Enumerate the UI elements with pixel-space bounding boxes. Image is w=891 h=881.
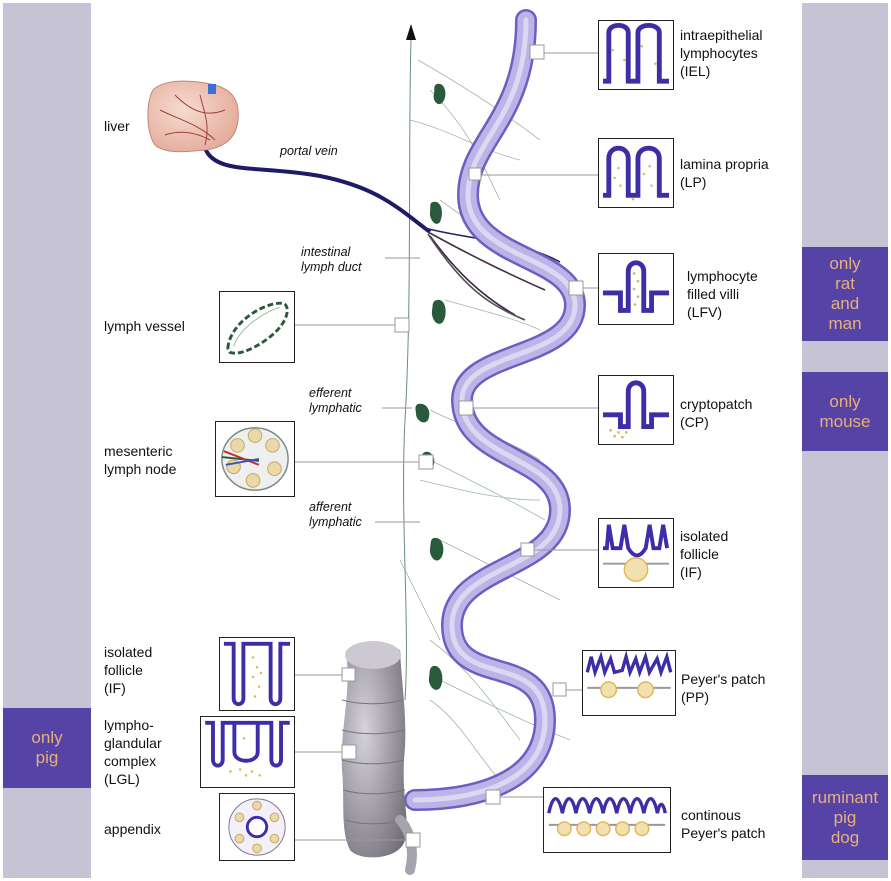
pp-label-line: Peyer's patch	[681, 670, 765, 688]
cpp-label: continous Peyer's patch	[681, 806, 765, 842]
portal-vein-label: portal vein	[280, 144, 338, 159]
badge-line: rat	[835, 274, 855, 294]
liver-illustration	[148, 81, 238, 152]
if-right-thumbnail	[598, 518, 674, 588]
mln-label: mesenteric lymph node	[104, 442, 176, 478]
lgl-label-line: complex	[104, 752, 162, 770]
badge-line: man	[828, 314, 861, 334]
thoracic-duct	[404, 40, 411, 700]
lp-label: lamina propria (LP)	[680, 155, 769, 191]
badge-rat-man: only rat and man	[802, 247, 888, 341]
if-right-label-line: isolated	[680, 527, 728, 545]
badge-line: only	[829, 392, 860, 412]
liver-label: liver	[104, 117, 130, 135]
appendix-label: appendix	[104, 820, 161, 838]
efferent-label: efferent lymphatic	[309, 386, 362, 416]
cp-label-line: cryptopatch	[680, 395, 752, 413]
badge-line: pig	[834, 808, 857, 828]
mln-label-line: lymph node	[104, 460, 176, 478]
badge-ruminant: ruminant pig dog	[802, 775, 888, 860]
lgl-label-line: glandular	[104, 734, 162, 752]
iel-label-line: intraepithelial	[680, 26, 763, 44]
lfv-thumbnail	[598, 253, 674, 325]
badge-pig: only pig	[3, 708, 91, 788]
intestinal-duct-label-line: lymph duct	[301, 260, 361, 275]
appendix-thumbnail	[219, 793, 295, 861]
lfv-label-line: (LFV)	[687, 303, 758, 321]
badge-line: pig	[36, 748, 59, 768]
lp-thumbnail	[598, 138, 674, 208]
iel-label-line: lymphocytes	[680, 44, 763, 62]
mln-thumbnail	[215, 421, 295, 497]
if-left-label: isolated follicle (IF)	[104, 643, 152, 697]
badge-line: ruminant	[812, 788, 878, 808]
if-left-label-line: isolated	[104, 643, 152, 661]
lgl-thumbnail	[200, 716, 295, 788]
intestinal-duct-label: intestinal lymph duct	[301, 245, 361, 275]
badge-line: only	[829, 254, 860, 274]
lymph-nodes	[416, 84, 446, 690]
cpp-label-line: continous	[681, 806, 765, 824]
cp-label-line: (CP)	[680, 413, 752, 431]
intestinal-duct-label-line: intestinal	[301, 245, 361, 260]
portal-vein	[205, 148, 430, 232]
if-left-label-line: (IF)	[104, 679, 152, 697]
if-right-label: isolated follicle (IF)	[680, 527, 728, 581]
lp-label-line: lamina propria	[680, 155, 769, 173]
cpp-label-line: Peyer's patch	[681, 824, 765, 842]
lgl-label-line: (LGL)	[104, 770, 162, 788]
lgl-label: lympho- glandular complex (LGL)	[104, 716, 162, 788]
iel-label: intraepithelial lymphocytes (IEL)	[680, 26, 763, 80]
iel-thumbnail	[598, 20, 674, 90]
cp-label: cryptopatch (CP)	[680, 395, 752, 431]
pp-thumbnail	[582, 650, 676, 716]
lymph-vessel-label: lymph vessel	[104, 317, 185, 335]
pp-label-line: (PP)	[681, 688, 765, 706]
duct-arrow	[406, 24, 416, 40]
badge-line: mouse	[819, 412, 870, 432]
efferent-label-line: efferent	[309, 386, 362, 401]
badge-mouse: only mouse	[802, 372, 888, 451]
badge-line: only	[31, 728, 62, 748]
if-left-label-line: follicle	[104, 661, 152, 679]
badge-line: and	[831, 294, 859, 314]
efferent-label-line: lymphatic	[309, 401, 362, 416]
mln-label-line: mesenteric	[104, 442, 176, 460]
lfv-label-line: lymphocyte	[687, 267, 758, 285]
if-right-label-line: (IF)	[680, 563, 728, 581]
lymph-vessel-thumbnail	[219, 291, 295, 363]
afferent-label-line: lymphatic	[309, 515, 362, 530]
cpp-thumbnail	[543, 787, 671, 853]
lp-label-line: (LP)	[680, 173, 769, 191]
badge-line: dog	[831, 828, 859, 848]
afferent-label-line: afferent	[309, 500, 362, 515]
pp-label: Peyer's patch (PP)	[681, 670, 765, 706]
lfv-label-line: filled villi	[687, 285, 758, 303]
iel-label-line: (IEL)	[680, 62, 763, 80]
if-right-label-line: follicle	[680, 545, 728, 563]
lfv-label: lymphocyte filled villi (LFV)	[687, 267, 758, 321]
lgl-label-line: lympho-	[104, 716, 162, 734]
cp-thumbnail	[598, 375, 674, 445]
if-left-thumbnail	[219, 637, 295, 711]
afferent-label: afferent lymphatic	[309, 500, 362, 530]
